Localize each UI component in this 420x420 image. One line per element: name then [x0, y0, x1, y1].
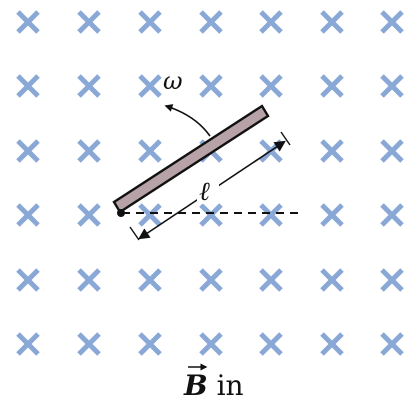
length-label-background [197, 170, 219, 204]
field-into-page-marker [77, 332, 101, 356]
field-into-page-marker [77, 268, 101, 292]
field-into-page-marker [380, 74, 404, 98]
pivot-point [117, 209, 125, 217]
length-label: ℓ [199, 177, 210, 207]
field-label: B in [183, 369, 244, 402]
field-into-page-marker [259, 268, 283, 292]
field-into-page-marker [380, 268, 404, 292]
field-into-page-marker [199, 203, 223, 227]
field-into-page-marker [138, 203, 162, 227]
field-into-page-marker [16, 139, 40, 163]
field-into-page-marker [16, 74, 40, 98]
field-label-symbol: B [183, 369, 208, 402]
length-dimension-tick-start [129, 226, 140, 241]
field-into-page-marker [259, 10, 283, 34]
field-into-page-marker [380, 139, 404, 163]
field-into-page-marker [199, 268, 223, 292]
field-into-page-marker [259, 332, 283, 356]
omega-label: ω [163, 67, 183, 95]
field-into-page-marker [138, 10, 162, 34]
field-into-page-marker [16, 268, 40, 292]
field-into-page-marker [199, 74, 223, 98]
field-into-page-marker [259, 74, 283, 98]
field-into-page-marker [199, 10, 223, 34]
field-into-page-marker [320, 332, 344, 356]
field-into-page-marker [138, 74, 162, 98]
field-into-page-marker [16, 10, 40, 34]
field-into-page-marker [320, 139, 344, 163]
length-dimension-tick-end [280, 131, 291, 146]
field-into-page-marker [77, 10, 101, 34]
field-into-page-marker [320, 268, 344, 292]
field-into-page-marker [77, 74, 101, 98]
field-into-page-marker [16, 203, 40, 227]
field-into-page-marker [77, 139, 101, 163]
field-into-page-marker [138, 268, 162, 292]
field-into-page-marker [259, 203, 283, 227]
rotation-arrow [164, 104, 211, 137]
field-into-page-marker [380, 10, 404, 34]
field-into-page-marker [380, 203, 404, 227]
field-into-page-marker [77, 203, 101, 227]
field-into-page-marker [199, 332, 223, 356]
field-into-page-marker [16, 332, 40, 356]
field-into-page-marker [320, 74, 344, 98]
rotating-rod [112, 104, 270, 214]
field-label-suffix: in [208, 369, 244, 402]
field-into-page-marker [138, 139, 162, 163]
field-into-page-marker [380, 332, 404, 356]
field-into-page-marker [320, 10, 344, 34]
field-into-page-marker [320, 203, 344, 227]
field-into-page-marker [138, 332, 162, 356]
